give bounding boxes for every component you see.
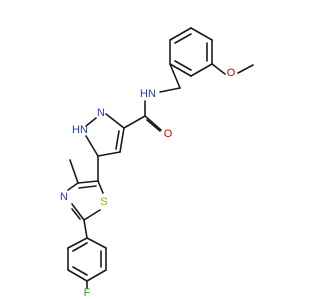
atom-n-amide: N bbox=[148, 88, 156, 100]
atom-n-pyrazole: N bbox=[97, 107, 105, 119]
atom-o-carbonyl: O bbox=[164, 128, 173, 140]
atom-f-aryl: F bbox=[84, 287, 91, 299]
molecule-structure-drawing: O N H O N HN N S F bbox=[60, 27, 254, 299]
pyrazole-ring bbox=[85, 113, 125, 157]
atom-h-amide: H bbox=[140, 88, 148, 100]
atom-o-methoxy: O bbox=[227, 67, 236, 79]
fluorophenyl-ring bbox=[67, 237, 107, 282]
amide-bonds bbox=[123, 100, 162, 132]
thiazole-ring bbox=[67, 180, 104, 221]
atom-nh-pyrazole: HN bbox=[72, 124, 88, 136]
methoxy-group bbox=[211, 63, 254, 75]
thiazole-aryl-bond bbox=[83, 219, 88, 239]
molecule-structure-canvas: O N H O N HN N S F bbox=[60, 27, 254, 299]
atom-s-thiazole: S bbox=[100, 196, 107, 208]
benzyl-ch2-bonds bbox=[159, 63, 181, 93]
methyl-group bbox=[69, 159, 79, 184]
atom-n-thiazole: N bbox=[60, 191, 68, 203]
methoxyphenyl-ring bbox=[169, 27, 213, 77]
